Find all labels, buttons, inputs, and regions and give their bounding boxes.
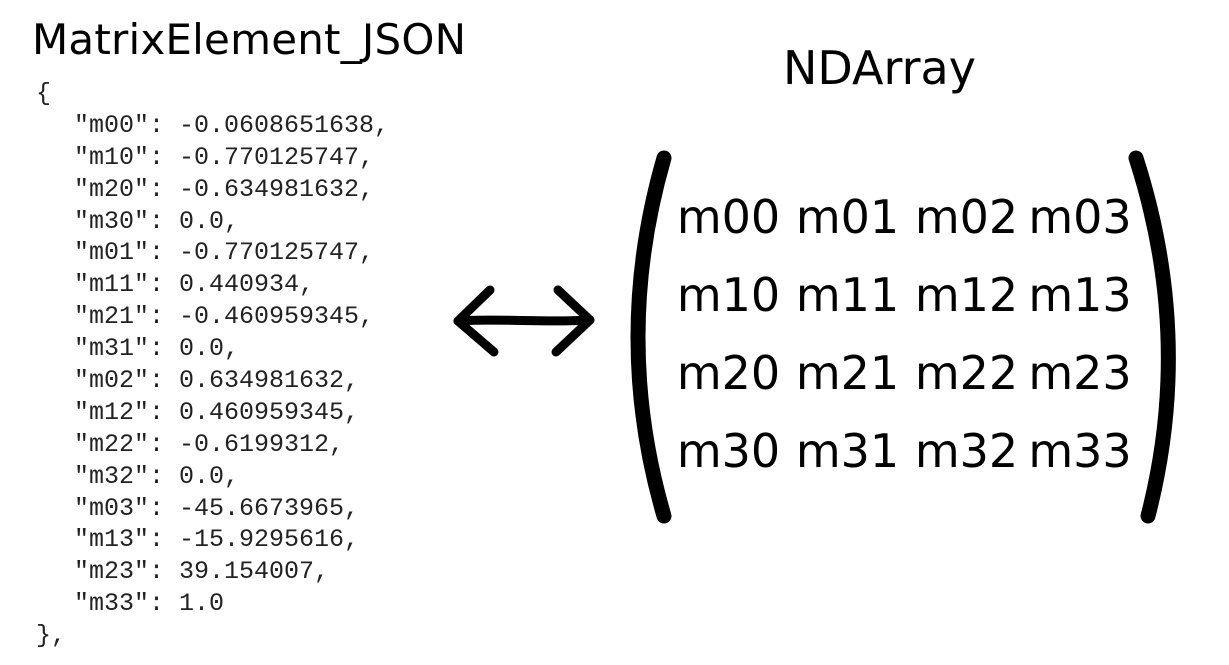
double-headed-arrow-icon [453, 285, 595, 357]
json-entry-m12: "m12": 0.460959345, [74, 397, 360, 427]
matrix-right-parenthesis [1128, 150, 1176, 524]
json-entry-m02: "m02": 0.634981632, [74, 366, 360, 396]
matrix-cell-m10: m10 [676, 268, 781, 322]
json-entry-m03: "m03": -45.6673965, [74, 493, 360, 523]
json-entry-m10: "m10": -0.770125747, [74, 142, 375, 172]
json-open-brace: { [36, 79, 52, 108]
json-entry-m13: "m13": -15.9295616, [74, 525, 360, 555]
json-entry-m22: "m22": -0.6199312, [74, 429, 345, 459]
matrix-cell-m02: m02 [914, 190, 1019, 244]
matrix-cell-m20: m20 [676, 346, 781, 400]
matrix-left-parenthesis [630, 150, 672, 524]
json-entry-m32: "m32": 0.0, [74, 461, 240, 491]
json-entry-m01: "m01": -0.770125747, [74, 238, 375, 268]
ndarray-section-title: NDArray [783, 41, 976, 95]
matrix-cell-m11: m11 [795, 268, 900, 322]
json-entry-m00: "m00": -0.0608651638, [74, 110, 390, 140]
matrix-cell-m33: m33 [1028, 424, 1132, 478]
json-entry-m21: "m21": -0.460959345, [74, 302, 375, 332]
matrix-cell-m21: m21 [795, 346, 900, 400]
json-code-block: { "m00": -0.0608651638, "m10": -0.770125… [36, 78, 389, 652]
matrix-cell-m00: m00 [676, 190, 781, 244]
matrix-cell-m30: m30 [676, 424, 781, 478]
matrix-cell-m32: m32 [914, 424, 1019, 478]
json-close-brace: }, [36, 621, 67, 651]
matrix-cell-m31: m31 [795, 424, 900, 478]
json-entry-m11: "m11": 0.440934, [74, 270, 315, 300]
json-entry-m33: "m33": 1.0 [74, 589, 225, 619]
matrix-cell-m01: m01 [795, 190, 900, 244]
matrix-cell-m23: m23 [1028, 346, 1132, 400]
json-entry-m31: "m31": 0.0, [74, 334, 240, 364]
matrix-cell-m22: m22 [914, 346, 1019, 400]
json-entry-m23: "m23": 39.154007, [74, 557, 330, 587]
json-entry-m30: "m30": 0.0, [74, 206, 240, 236]
json-section-title: MatrixElement_JSON [32, 15, 467, 64]
matrix-cell-m13: m13 [1028, 268, 1132, 322]
matrix-cell-m03: m03 [1028, 190, 1132, 244]
ndarray-matrix: m00 m01 m02 m03 m10 m11 m12 m13 m20 m21 … [668, 178, 1133, 490]
json-entry-m20: "m20": -0.634981632, [74, 174, 375, 204]
matrix-cell-m12: m12 [914, 268, 1019, 322]
